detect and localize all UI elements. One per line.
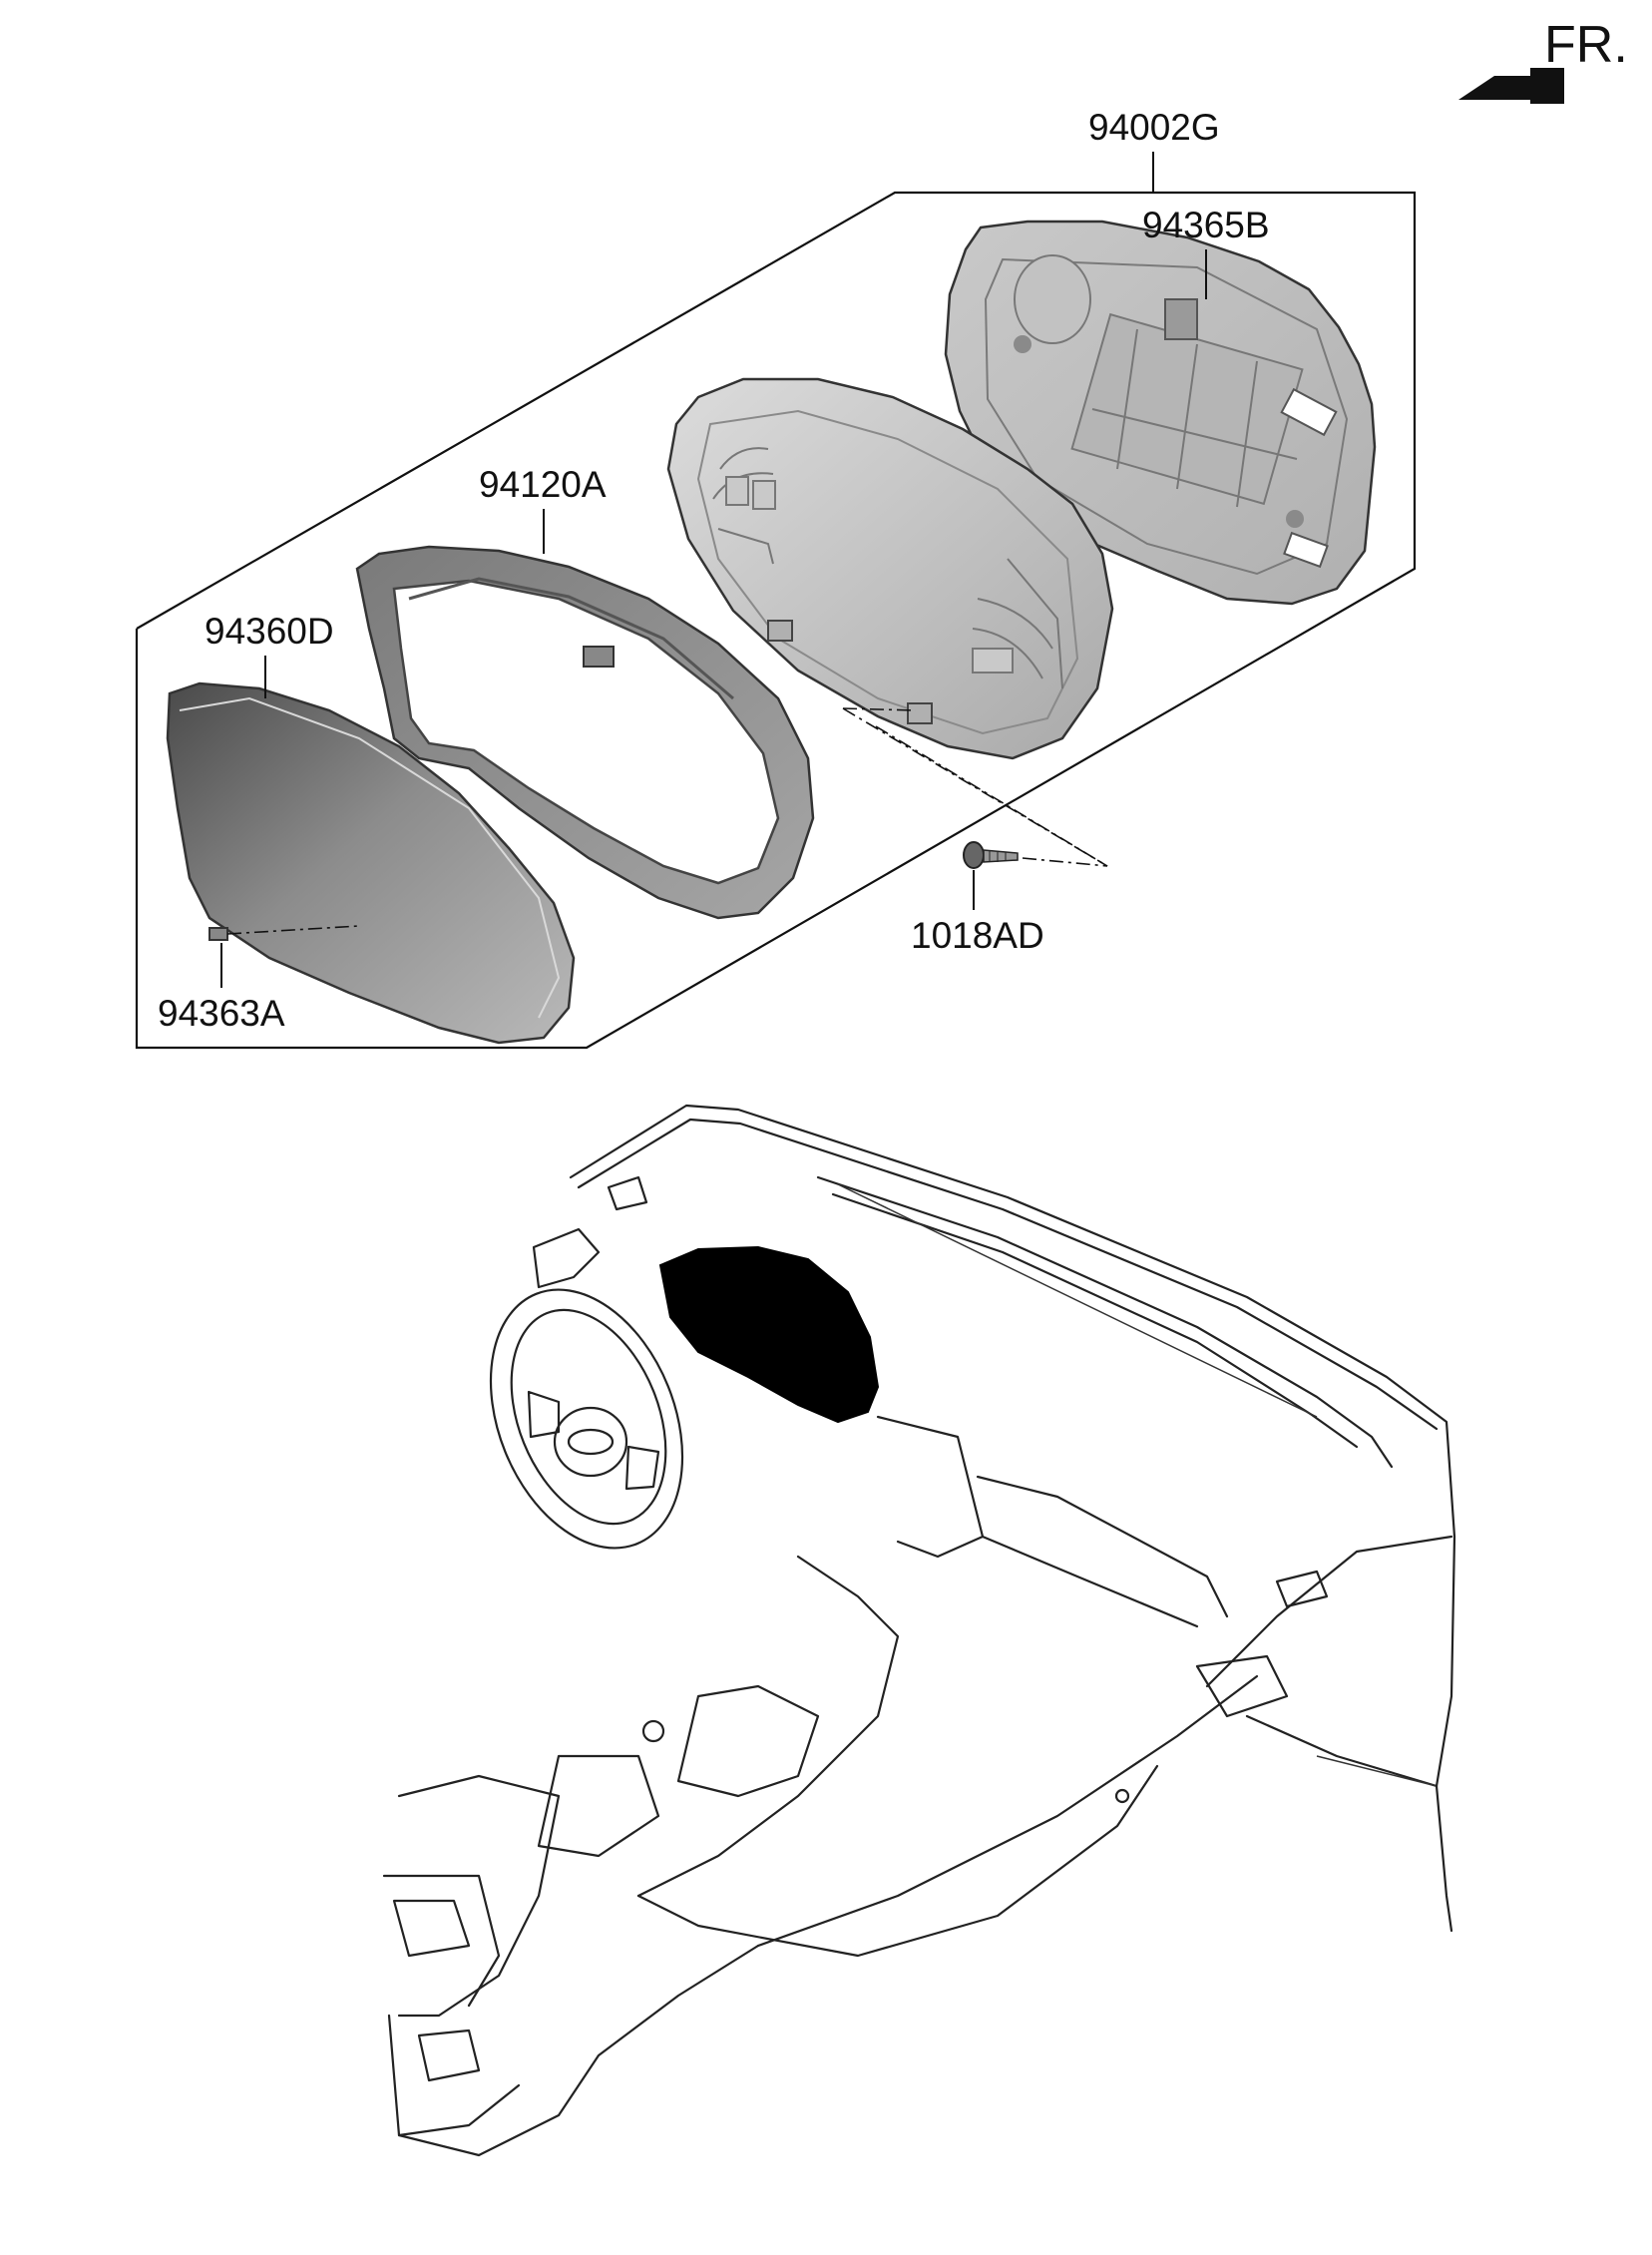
front-arrow-icon xyxy=(1458,68,1564,104)
screw-install-path-4 xyxy=(875,725,1108,867)
callout-94002G: 94002G xyxy=(1088,107,1220,148)
part-window-lens xyxy=(166,681,576,1045)
part-bezel xyxy=(355,545,815,920)
callout-94365B: 94365B xyxy=(1142,205,1270,245)
fr-label: FR. xyxy=(1544,16,1628,74)
assembly-frame xyxy=(135,191,1417,1050)
clip-install-path xyxy=(226,925,360,935)
callout-94120A: 94120A xyxy=(479,464,607,505)
gauge-right-graphic xyxy=(972,558,1063,689)
callout-94360D: 94360D xyxy=(205,611,334,652)
dashboard-location-view xyxy=(382,1104,1456,2157)
gauge-left-graphic xyxy=(712,447,776,565)
part-screw xyxy=(963,841,1019,869)
callout-1018AD: 1018AD xyxy=(911,915,1044,956)
part-cluster-display-module xyxy=(666,377,1114,760)
front-direction-marker: FR. xyxy=(1458,16,1628,104)
cluster-location-highlight xyxy=(658,1245,880,1424)
screw-install-path-1 xyxy=(842,707,1108,867)
callout-94363A: 94363A xyxy=(158,993,285,1034)
part-clip xyxy=(208,927,228,941)
screw-install-path-2 xyxy=(842,707,917,711)
